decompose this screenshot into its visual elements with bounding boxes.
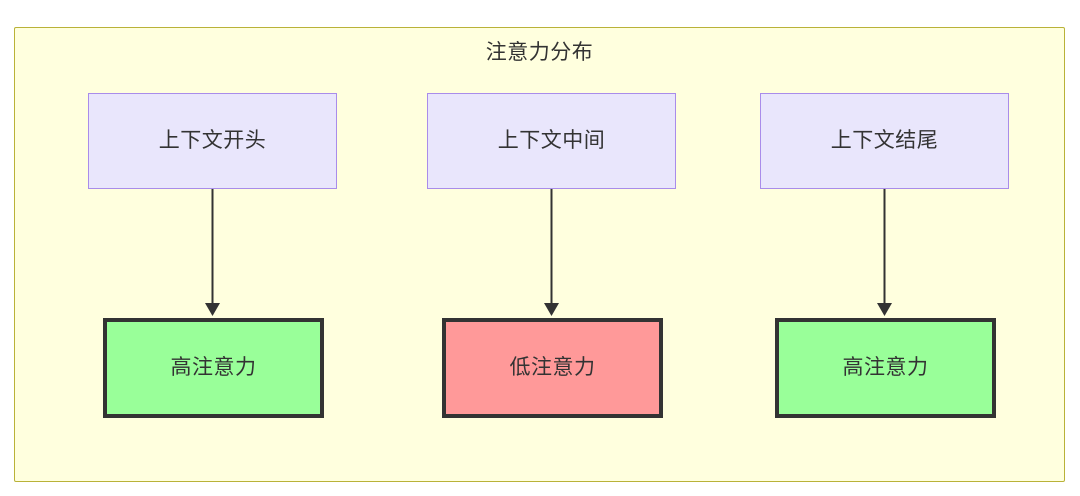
node-context-end[interactable]: 上下文结尾 xyxy=(760,93,1009,189)
node-label: 上下文开头 xyxy=(158,129,267,152)
node-high-attention-start[interactable]: 高注意力 xyxy=(103,318,324,418)
node-context-middle[interactable]: 上下文中间 xyxy=(427,93,676,189)
node-context-start[interactable]: 上下文开头 xyxy=(88,93,337,189)
node-high-attention-end[interactable]: 高注意力 xyxy=(775,318,996,418)
node-label: 上下文中间 xyxy=(497,129,606,152)
node-label: 上下文结尾 xyxy=(830,129,939,152)
node-label: 高注意力 xyxy=(842,356,929,379)
subgraph-title: 注意力分布 xyxy=(485,41,594,64)
node-label: 低注意力 xyxy=(509,356,596,379)
node-label: 高注意力 xyxy=(170,356,257,379)
node-low-attention-middle[interactable]: 低注意力 xyxy=(442,318,663,418)
